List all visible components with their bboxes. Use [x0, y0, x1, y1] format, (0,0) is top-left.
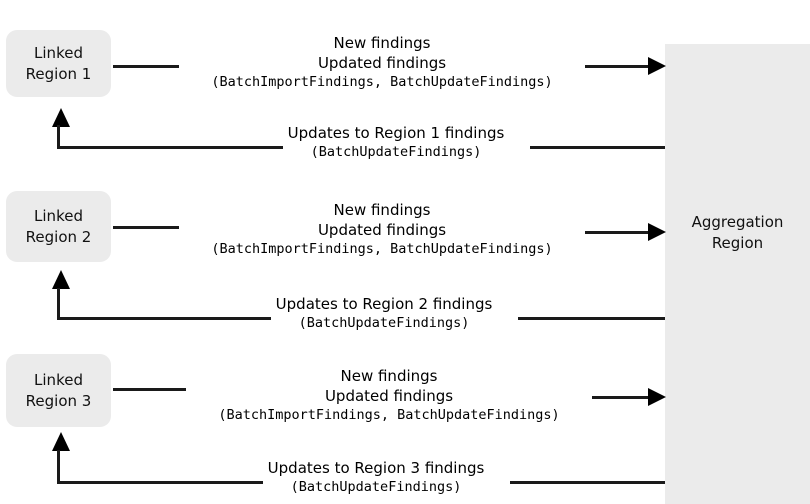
inbound-vertical-line-3: [57, 450, 60, 484]
linked-region-3-box: Linked Region 3: [6, 354, 111, 427]
outbound-label-3-line2: Updated findings: [324, 387, 454, 405]
outbound-arrowhead-3: [648, 388, 666, 406]
outbound-label-2-line1: New findings: [333, 201, 431, 219]
inbound-label-2-apis: (BatchUpdateFindings): [298, 315, 470, 331]
outbound-arrowhead-1: [648, 57, 666, 75]
inbound-label-2: Updates to Region 2 findings (BatchUpdat…: [244, 294, 524, 333]
linked-region-3-label-line1: Linked: [34, 370, 83, 389]
outbound-label-2-apis: (BatchImportFindings, BatchUpdateFinding…: [211, 241, 553, 257]
outbound-label-3: New findings Updated findings (BatchImpo…: [186, 366, 592, 425]
outbound-connector-line-2: [585, 231, 648, 234]
outbound-label-3-line1: New findings: [340, 367, 438, 385]
inbound-label-3-line1: Updates to Region 3 findings: [267, 459, 485, 477]
inbound-horizontal-left-3: [57, 481, 263, 484]
outbound-connector-line-1: [585, 65, 648, 68]
outbound-arrowhead-2: [648, 223, 666, 241]
inbound-arrowhead-1: [52, 108, 70, 127]
linked-region-2-label-line2: Region 2: [25, 227, 92, 246]
outbound-label-1-apis: (BatchImportFindings, BatchUpdateFinding…: [211, 74, 553, 90]
inbound-horizontal-left-2: [57, 317, 271, 320]
linked-region-3-label-line2: Region 3: [25, 391, 92, 410]
outbound-label-3-apis: (BatchImportFindings, BatchUpdateFinding…: [218, 407, 560, 423]
aggregation-region-label-line1: Aggregation: [691, 213, 784, 231]
outbound-label-2-line2: Updated findings: [317, 221, 447, 239]
outbound-connector-line-3: [592, 396, 648, 399]
inbound-label-1: Updates to Region 1 findings (BatchUpdat…: [256, 123, 536, 162]
inbound-arrowhead-3: [52, 432, 70, 451]
outbound-label-2: New findings Updated findings (BatchImpo…: [179, 200, 585, 259]
outbound-connector-stub-3: [113, 388, 186, 391]
outbound-connector-stub-2: [113, 226, 179, 229]
inbound-horizontal-right-2: [518, 317, 665, 320]
inbound-label-1-line1: Updates to Region 1 findings: [287, 124, 505, 142]
inbound-label-2-line1: Updates to Region 2 findings: [275, 295, 493, 313]
inbound-horizontal-right-3: [510, 481, 665, 484]
inbound-label-1-apis: (BatchUpdateFindings): [310, 144, 482, 160]
outbound-label-1-line1: New findings: [333, 34, 431, 52]
inbound-label-3-apis: (BatchUpdateFindings): [290, 479, 462, 495]
linked-region-2-box: Linked Region 2: [6, 191, 111, 262]
inbound-vertical-line-1: [57, 125, 60, 149]
linked-region-1-label-line1: Linked: [34, 43, 83, 62]
linked-region-1-box: Linked Region 1: [6, 30, 111, 97]
aggregation-region-box: Aggregation Region: [665, 44, 810, 504]
inbound-label-3: Updates to Region 3 findings (BatchUpdat…: [236, 458, 516, 497]
outbound-label-1-line2: Updated findings: [317, 54, 447, 72]
outbound-label-1: New findings Updated findings (BatchImpo…: [179, 33, 585, 92]
inbound-horizontal-right-1: [530, 146, 665, 149]
inbound-horizontal-left-1: [57, 146, 283, 149]
linked-region-1-label-line2: Region 1: [25, 64, 92, 83]
outbound-connector-stub-1: [113, 65, 179, 68]
aggregation-region-label-line2: Region: [711, 234, 764, 252]
linked-region-2-label-line1: Linked: [34, 206, 83, 225]
inbound-vertical-line-2: [57, 288, 60, 320]
aggregation-region-label: Aggregation Region: [692, 212, 784, 254]
inbound-arrowhead-2: [52, 270, 70, 289]
